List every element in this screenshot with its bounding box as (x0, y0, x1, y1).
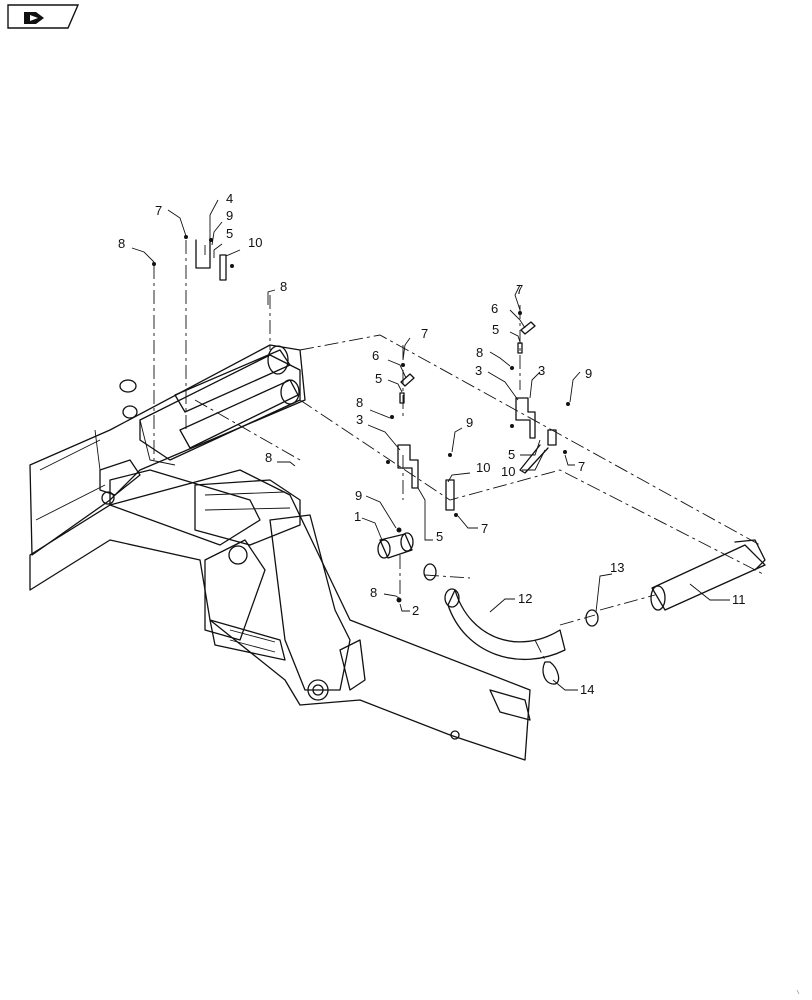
clamp-group-center (386, 363, 458, 517)
callout-6: 6 (491, 301, 498, 316)
callout-11: 11 (732, 592, 746, 607)
callout-5: 5 (508, 447, 515, 462)
callout-5: 5 (226, 226, 233, 241)
callouts: 4 9 5 10 7 8 8 8 7 6 5 8 3 9 10 7 5 7 6 … (118, 191, 746, 697)
callout-3: 3 (475, 363, 482, 378)
callout-3: 3 (356, 412, 363, 427)
callout-8: 8 (356, 395, 363, 410)
callout-12: 12 (518, 591, 532, 606)
callout-8: 8 (476, 345, 483, 360)
callout-7: 7 (516, 282, 523, 297)
callout-3: 3 (538, 363, 545, 378)
callout-7: 7 (481, 521, 488, 536)
corner-mark (796, 989, 800, 995)
valve-fitting (377, 527, 414, 603)
phantom-lines (153, 240, 766, 661)
callout-14: 14 (580, 682, 594, 697)
callout-13: 13 (610, 560, 624, 575)
hose-parts (423, 539, 766, 685)
clamp-group-left (152, 235, 234, 281)
callout-5: 5 (492, 322, 499, 337)
callout-10: 10 (501, 464, 515, 479)
callout-8: 8 (118, 236, 125, 251)
leader-lines (131, 199, 730, 691)
callout-4: 4 (226, 191, 233, 206)
callout-6: 6 (372, 348, 379, 363)
callout-7: 7 (421, 326, 428, 341)
boom-frame-assembly (29, 344, 531, 761)
callout-8: 8 (265, 450, 272, 465)
callout-2: 2 (412, 603, 419, 618)
callout-9: 9 (355, 488, 362, 503)
callout-1: 1 (354, 509, 361, 524)
clamp-group-right (510, 311, 570, 474)
callout-5: 5 (375, 371, 382, 386)
page-navigation-icon[interactable] (7, 4, 80, 29)
callout-8: 8 (280, 279, 287, 294)
callout-9: 9 (226, 208, 233, 223)
callout-7: 7 (578, 459, 585, 474)
callout-9: 9 (466, 415, 473, 430)
callout-7: 7 (155, 203, 162, 218)
callout-8: 8 (370, 585, 377, 600)
callout-10: 10 (476, 460, 490, 475)
callout-9: 9 (585, 366, 592, 381)
callout-5: 5 (436, 529, 443, 544)
callout-10: 10 (248, 235, 262, 250)
